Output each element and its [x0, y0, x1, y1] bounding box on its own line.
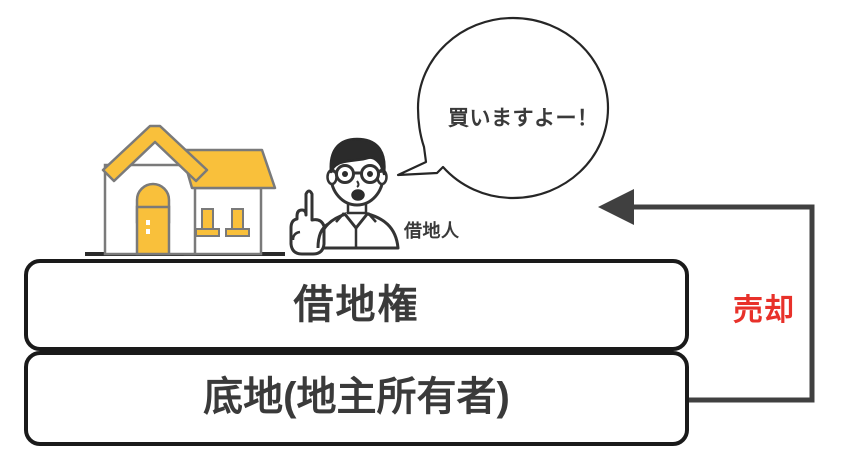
house-wing-window-left	[195, 208, 220, 237]
person-eye-right	[367, 171, 373, 177]
person-pointing-icon	[289, 137, 400, 256]
person-nose	[356, 180, 360, 188]
person-collar-edges	[335, 212, 377, 223]
house-icon	[85, 124, 285, 256]
person-pointing-hand	[289, 189, 326, 256]
person-glasses-temple-right	[378, 169, 385, 174]
person-eye-left	[342, 171, 348, 177]
leasehold-box[interactable]	[24, 259, 689, 351]
house-door-handle-top	[146, 220, 150, 225]
house-right-wing	[183, 186, 263, 256]
person-label: 借地人	[404, 221, 460, 241]
house-wing-window-right	[225, 208, 250, 237]
person-mouth	[351, 189, 365, 201]
house-door-handle-bottom	[146, 229, 150, 234]
arrow-left-icon	[598, 189, 815, 403]
speech-bubble-icon	[396, 16, 610, 200]
house-door	[135, 205, 171, 256]
underlying-land-box[interactable]	[24, 351, 689, 446]
person-arm	[316, 222, 329, 249]
underlying-land-box-label: 底地(地主所有者)	[203, 375, 510, 419]
leasehold-box-label: 借地権	[293, 283, 420, 327]
arrow-path	[632, 204, 815, 403]
person-hair	[329, 137, 386, 176]
speech-bubble-text: 買いますよー！	[448, 107, 599, 130]
sell-label: 売却	[733, 294, 795, 327]
house-gable-roof	[101, 124, 209, 183]
person-glasses-temple-left	[330, 169, 337, 174]
speech-bubble-shape	[396, 16, 610, 200]
arrow-head	[598, 189, 634, 225]
